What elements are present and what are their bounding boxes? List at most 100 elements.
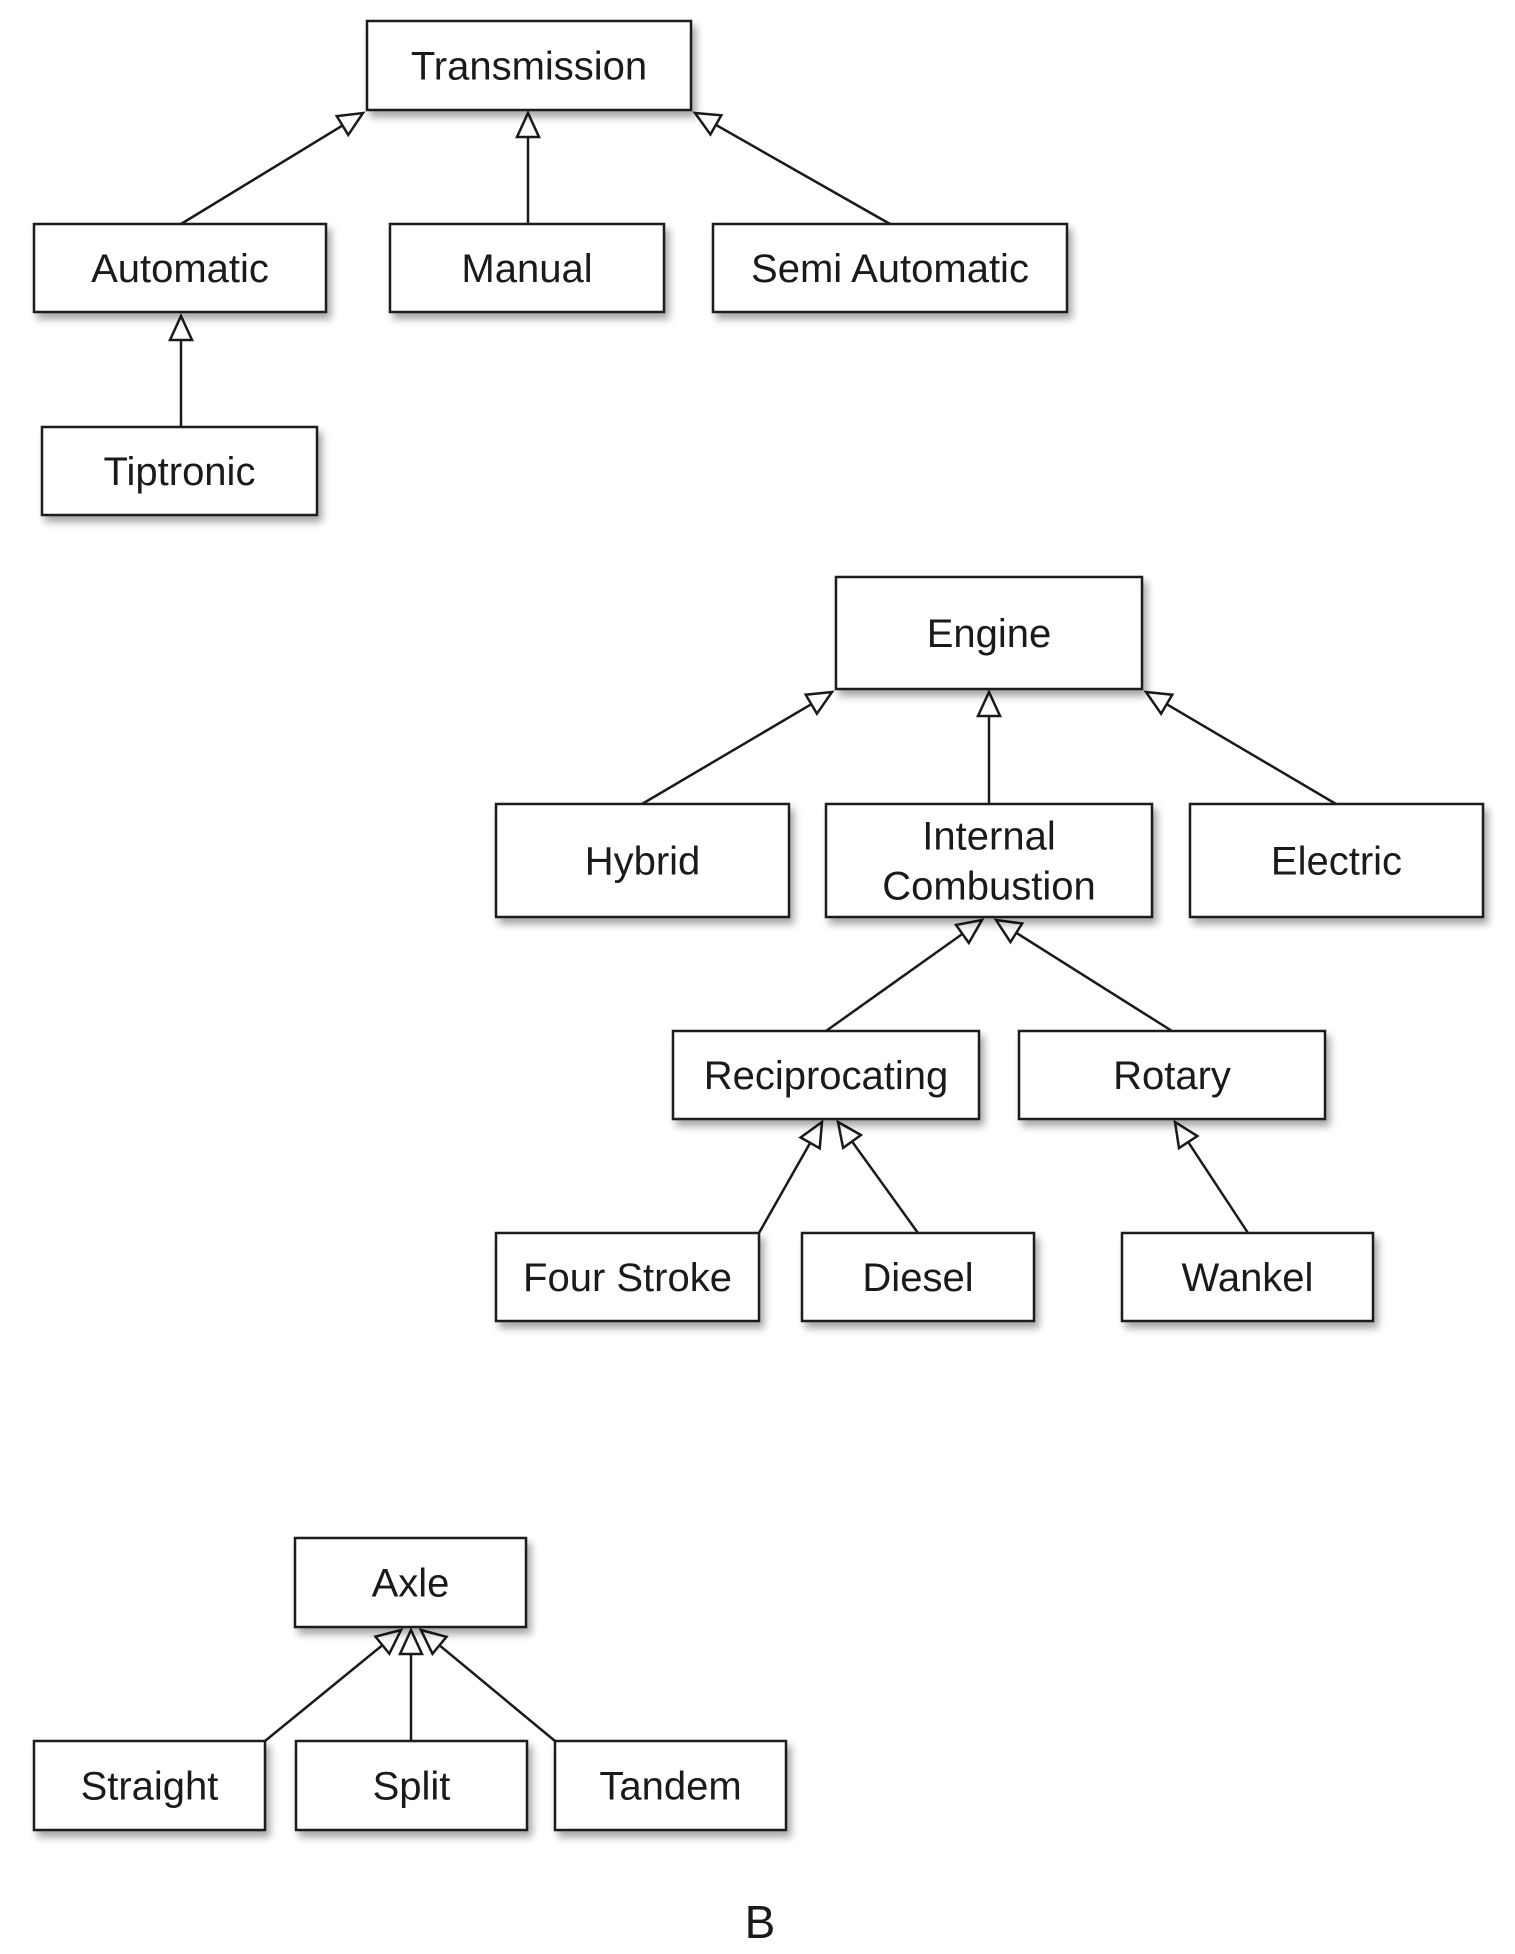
edge-manual-to-transmission bbox=[515, 109, 541, 224]
class-box-wankel: Wankel bbox=[1120, 1231, 1375, 1323]
class-box-transmission: Transmission bbox=[365, 19, 693, 112]
generalization-arrowhead-icon bbox=[836, 1119, 864, 1151]
class-box-hybrid: Hybrid bbox=[494, 802, 791, 919]
class-box-automatic: Automatic bbox=[32, 222, 328, 314]
edge-internal_combustion-to-engine bbox=[976, 688, 1002, 804]
class-box-label: Split bbox=[373, 1765, 451, 1809]
generalization-arrowhead-icon bbox=[398, 1626, 424, 1656]
edge-straight-to-axle bbox=[264, 1628, 404, 1742]
generalization-arrowhead-icon bbox=[798, 1119, 824, 1151]
class-box-frame bbox=[40, 425, 319, 517]
generalization-arrowhead-icon bbox=[373, 1628, 404, 1656]
class-box-label: Tandem bbox=[599, 1765, 741, 1809]
generalization-arrowhead-icon bbox=[1173, 1119, 1200, 1151]
class-box-frame bbox=[1188, 802, 1485, 919]
edge-rotary-to-internal_combustion bbox=[993, 918, 1173, 1033]
class-box-diesel: Diesel bbox=[800, 1231, 1036, 1323]
generalization-arrowhead-icon bbox=[515, 109, 541, 139]
class-box-frame bbox=[671, 1029, 981, 1121]
edge-split-to-axle bbox=[398, 1626, 424, 1741]
edge-diesel-to-reciprocating bbox=[836, 1119, 920, 1234]
class-box-label: Electric bbox=[1271, 840, 1402, 884]
generalization-arrowhead-icon bbox=[692, 111, 724, 137]
generalization-arrowhead-icon bbox=[168, 312, 194, 342]
edge-line bbox=[180, 124, 344, 226]
class-box-four-stroke: Four Stroke bbox=[494, 1231, 761, 1323]
edge-line bbox=[438, 1644, 556, 1742]
edge-semi_automatic-to-transmission bbox=[692, 111, 891, 226]
class-box-frame bbox=[294, 1739, 529, 1832]
edge-tandem-to-axle bbox=[418, 1628, 556, 1742]
class-box-label: Transmission bbox=[411, 45, 647, 89]
generalization-arrowhead-icon bbox=[993, 918, 1025, 945]
class-box-engine: Engine bbox=[834, 575, 1144, 691]
class-box-label: Wankel bbox=[1182, 1256, 1314, 1300]
generalization-arrowhead-icon bbox=[418, 1628, 449, 1657]
class-box-label: Engine bbox=[927, 612, 1052, 656]
class-box-tiptronic: Tiptronic bbox=[40, 425, 319, 517]
generalization-arrowhead-icon bbox=[334, 111, 366, 138]
edge-line bbox=[757, 1142, 812, 1234]
class-box-axle: Axle bbox=[293, 1536, 528, 1629]
class-box-manual: Manual bbox=[388, 222, 666, 314]
class-box-label: Manual bbox=[461, 247, 592, 291]
edge-line bbox=[641, 703, 812, 806]
class-box-label: Diesel bbox=[862, 1256, 973, 1300]
edge-line bbox=[1187, 1141, 1250, 1234]
class-box-frame bbox=[1120, 1231, 1375, 1323]
generalization-arrowhead-icon bbox=[1143, 690, 1175, 716]
edge-automatic-to-transmission bbox=[180, 111, 366, 226]
edge-line bbox=[851, 1140, 920, 1234]
edge-wankel-to-rotary bbox=[1173, 1119, 1250, 1234]
class-box-tandem: Tandem bbox=[553, 1739, 788, 1832]
class-box-frame bbox=[1017, 1029, 1327, 1121]
class-box-label: Automatic bbox=[91, 247, 269, 291]
class-box-rotary: Rotary bbox=[1017, 1029, 1327, 1121]
class-box-label: Combustion bbox=[882, 865, 1095, 909]
class-box-frame bbox=[834, 575, 1144, 691]
edge-line bbox=[1015, 931, 1173, 1033]
class-box-label: Straight bbox=[81, 1765, 219, 1809]
generalization-arrowhead-icon bbox=[803, 690, 835, 716]
edge-line bbox=[1166, 703, 1337, 806]
class-box-label: Tiptronic bbox=[104, 450, 256, 494]
class-box-semi-automatic: Semi Automatic bbox=[711, 222, 1069, 314]
edge-line bbox=[715, 123, 891, 226]
class-box-frame bbox=[388, 222, 666, 314]
class-box-label: Internal bbox=[922, 815, 1055, 859]
class-box-electric: Electric bbox=[1188, 802, 1485, 919]
class-box-reciprocating: Reciprocating bbox=[671, 1029, 981, 1121]
edge-line bbox=[825, 932, 964, 1033]
class-box-label: Four Stroke bbox=[523, 1256, 732, 1300]
edge-electric-to-engine bbox=[1143, 690, 1337, 806]
class-box-split: Split bbox=[294, 1739, 529, 1832]
class-box-label: Hybrid bbox=[585, 840, 701, 884]
class-box-straight: Straight bbox=[32, 1739, 267, 1832]
class-box-label: Rotary bbox=[1113, 1054, 1231, 1098]
class-box-frame bbox=[553, 1739, 788, 1832]
edge-line bbox=[264, 1644, 384, 1742]
generalization-arrowhead-icon bbox=[976, 688, 1002, 718]
edge-hybrid-to-engine bbox=[641, 690, 835, 806]
edge-tiptronic-to-automatic bbox=[168, 312, 194, 427]
class-box-label: Reciprocating bbox=[704, 1054, 949, 1098]
generalization-edges bbox=[168, 109, 1337, 1742]
class-box-frame bbox=[32, 1739, 267, 1832]
class-box-frame bbox=[32, 222, 328, 314]
generalization-arrowhead-icon bbox=[953, 918, 985, 946]
class-box-label: Semi Automatic bbox=[751, 247, 1029, 291]
class-box-label: Axle bbox=[372, 1562, 450, 1606]
edge-reciprocating-to-internal_combustion bbox=[825, 918, 985, 1033]
class-box-frame bbox=[365, 19, 693, 112]
class-box-frame bbox=[293, 1536, 528, 1629]
class-box-frame bbox=[494, 1231, 761, 1323]
figure-caption: B bbox=[744, 1896, 776, 1948]
class-box-frame bbox=[800, 1231, 1036, 1323]
class-box-frame bbox=[494, 802, 791, 919]
class-box-frame bbox=[824, 802, 1154, 919]
class-box-frame bbox=[711, 222, 1069, 314]
edge-four_stroke-to-reciprocating bbox=[757, 1119, 824, 1234]
